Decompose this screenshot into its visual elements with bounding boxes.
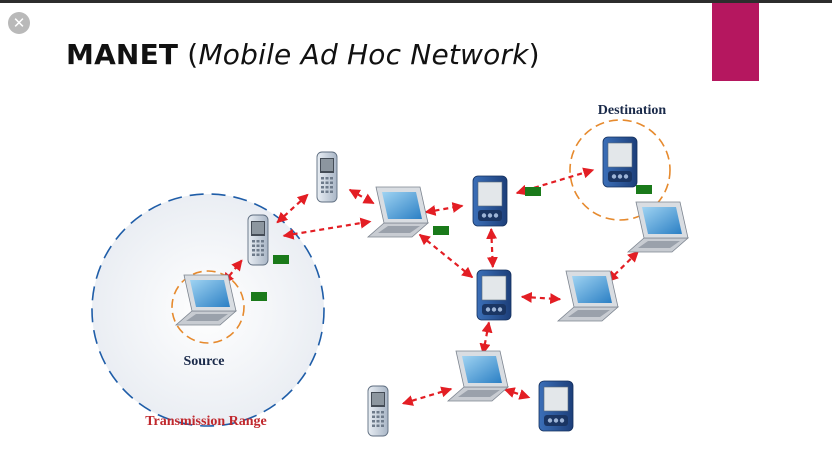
phone-a-phone-icon (247, 214, 269, 266)
packets-layer (251, 185, 652, 301)
packet (636, 185, 652, 194)
link-pda-middle-laptop-bottom (479, 321, 493, 355)
packet (273, 255, 289, 264)
pda-bottom-pda-icon (538, 380, 574, 432)
packet (525, 187, 541, 196)
phone-b-phone-icon (316, 151, 338, 203)
laptop-right-top-laptop-icon (627, 201, 689, 253)
title-italic: Mobile Ad Hoc Network (198, 38, 529, 71)
link-laptop-center-pda-middle (418, 233, 474, 279)
label-destination: Destination (598, 103, 667, 118)
packet (251, 292, 267, 301)
title-close: ) (528, 38, 540, 71)
source-halo (171, 270, 245, 344)
label-transmission-range: Transmission Range (145, 414, 266, 429)
top-bar (0, 0, 832, 3)
link-laptop-center-pda-top (424, 202, 464, 216)
laptop-bottom-laptop-icon (447, 350, 509, 402)
laptop-center-laptop-icon (367, 186, 429, 238)
label-source: Source (184, 354, 225, 369)
title-open: ( (178, 38, 199, 71)
pda-destination-pda-icon (602, 136, 638, 188)
accent-block (712, 3, 759, 81)
pda-top-pda-icon (472, 175, 508, 227)
link-pda-middle-laptop-right-bottom (520, 291, 562, 305)
link-phone-a-laptop-center (282, 217, 372, 240)
link-phone-a-phone-b (276, 193, 309, 224)
pda-middle-pda-icon (476, 269, 512, 321)
slide-title: MANET (Mobile Ad Hoc Network) (66, 38, 540, 71)
packet (433, 226, 449, 235)
phone-bottom-phone-icon (367, 385, 389, 437)
title-bold: MANET (66, 38, 179, 71)
link-phone-b-laptop-center (348, 188, 375, 205)
link-laptop-right-bottom-laptop-right-top (607, 250, 639, 283)
close-icon[interactable]: ✕ (8, 12, 30, 34)
link-laptop-bottom-pda-bottom (503, 387, 531, 400)
laptop-right-bottom-laptop-icon (557, 270, 619, 322)
link-laptop-bottom-phone-bottom (401, 386, 453, 406)
link-pda-top-pda-middle (486, 227, 498, 269)
